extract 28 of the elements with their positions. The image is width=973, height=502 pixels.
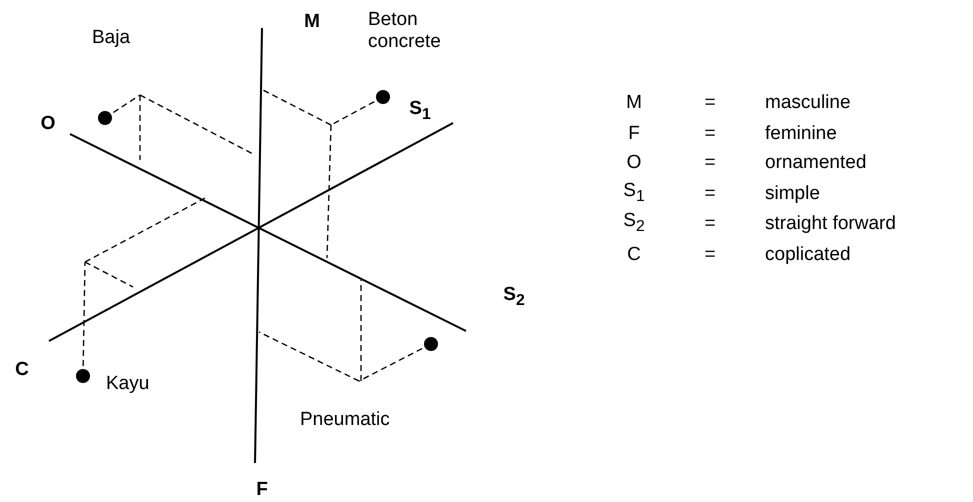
equals-sign: = <box>704 244 716 266</box>
axis-label: O <box>40 113 56 135</box>
equals-sign: = <box>704 123 716 145</box>
equals-sign: = <box>704 92 716 114</box>
equals-sign: = <box>704 213 716 235</box>
point-label: Kayu <box>106 373 150 395</box>
legend-symbol: S$_{2}$ <box>623 210 645 237</box>
axis-label: S$_{2}$ <box>503 284 525 311</box>
legend-definition: coplicated <box>765 244 851 266</box>
point-label: Pneumatic <box>300 409 390 431</box>
axis-label: C <box>15 359 29 381</box>
legend-definition: masculine <box>765 92 851 114</box>
legend-symbol: S$_{1}$ <box>623 180 645 207</box>
equals-sign: = <box>704 183 716 205</box>
legend-symbol: M <box>626 92 642 114</box>
point-label: Beton concrete <box>368 9 442 53</box>
legend-definition: straight forward <box>765 213 896 235</box>
legend-symbol: C <box>627 244 641 266</box>
point-label: Baja <box>92 27 130 49</box>
legend-definition: simple <box>765 183 820 205</box>
axis-label: S$_{1}$ <box>409 98 431 125</box>
legend-definition: ornamented <box>765 152 866 174</box>
axis-label: F <box>256 479 268 501</box>
legend-symbol: O <box>626 152 642 174</box>
axis-label: M <box>304 11 320 33</box>
equals-sign: = <box>704 152 716 174</box>
legend-symbol: F <box>628 123 640 145</box>
legend-definition: feminine <box>765 123 837 145</box>
